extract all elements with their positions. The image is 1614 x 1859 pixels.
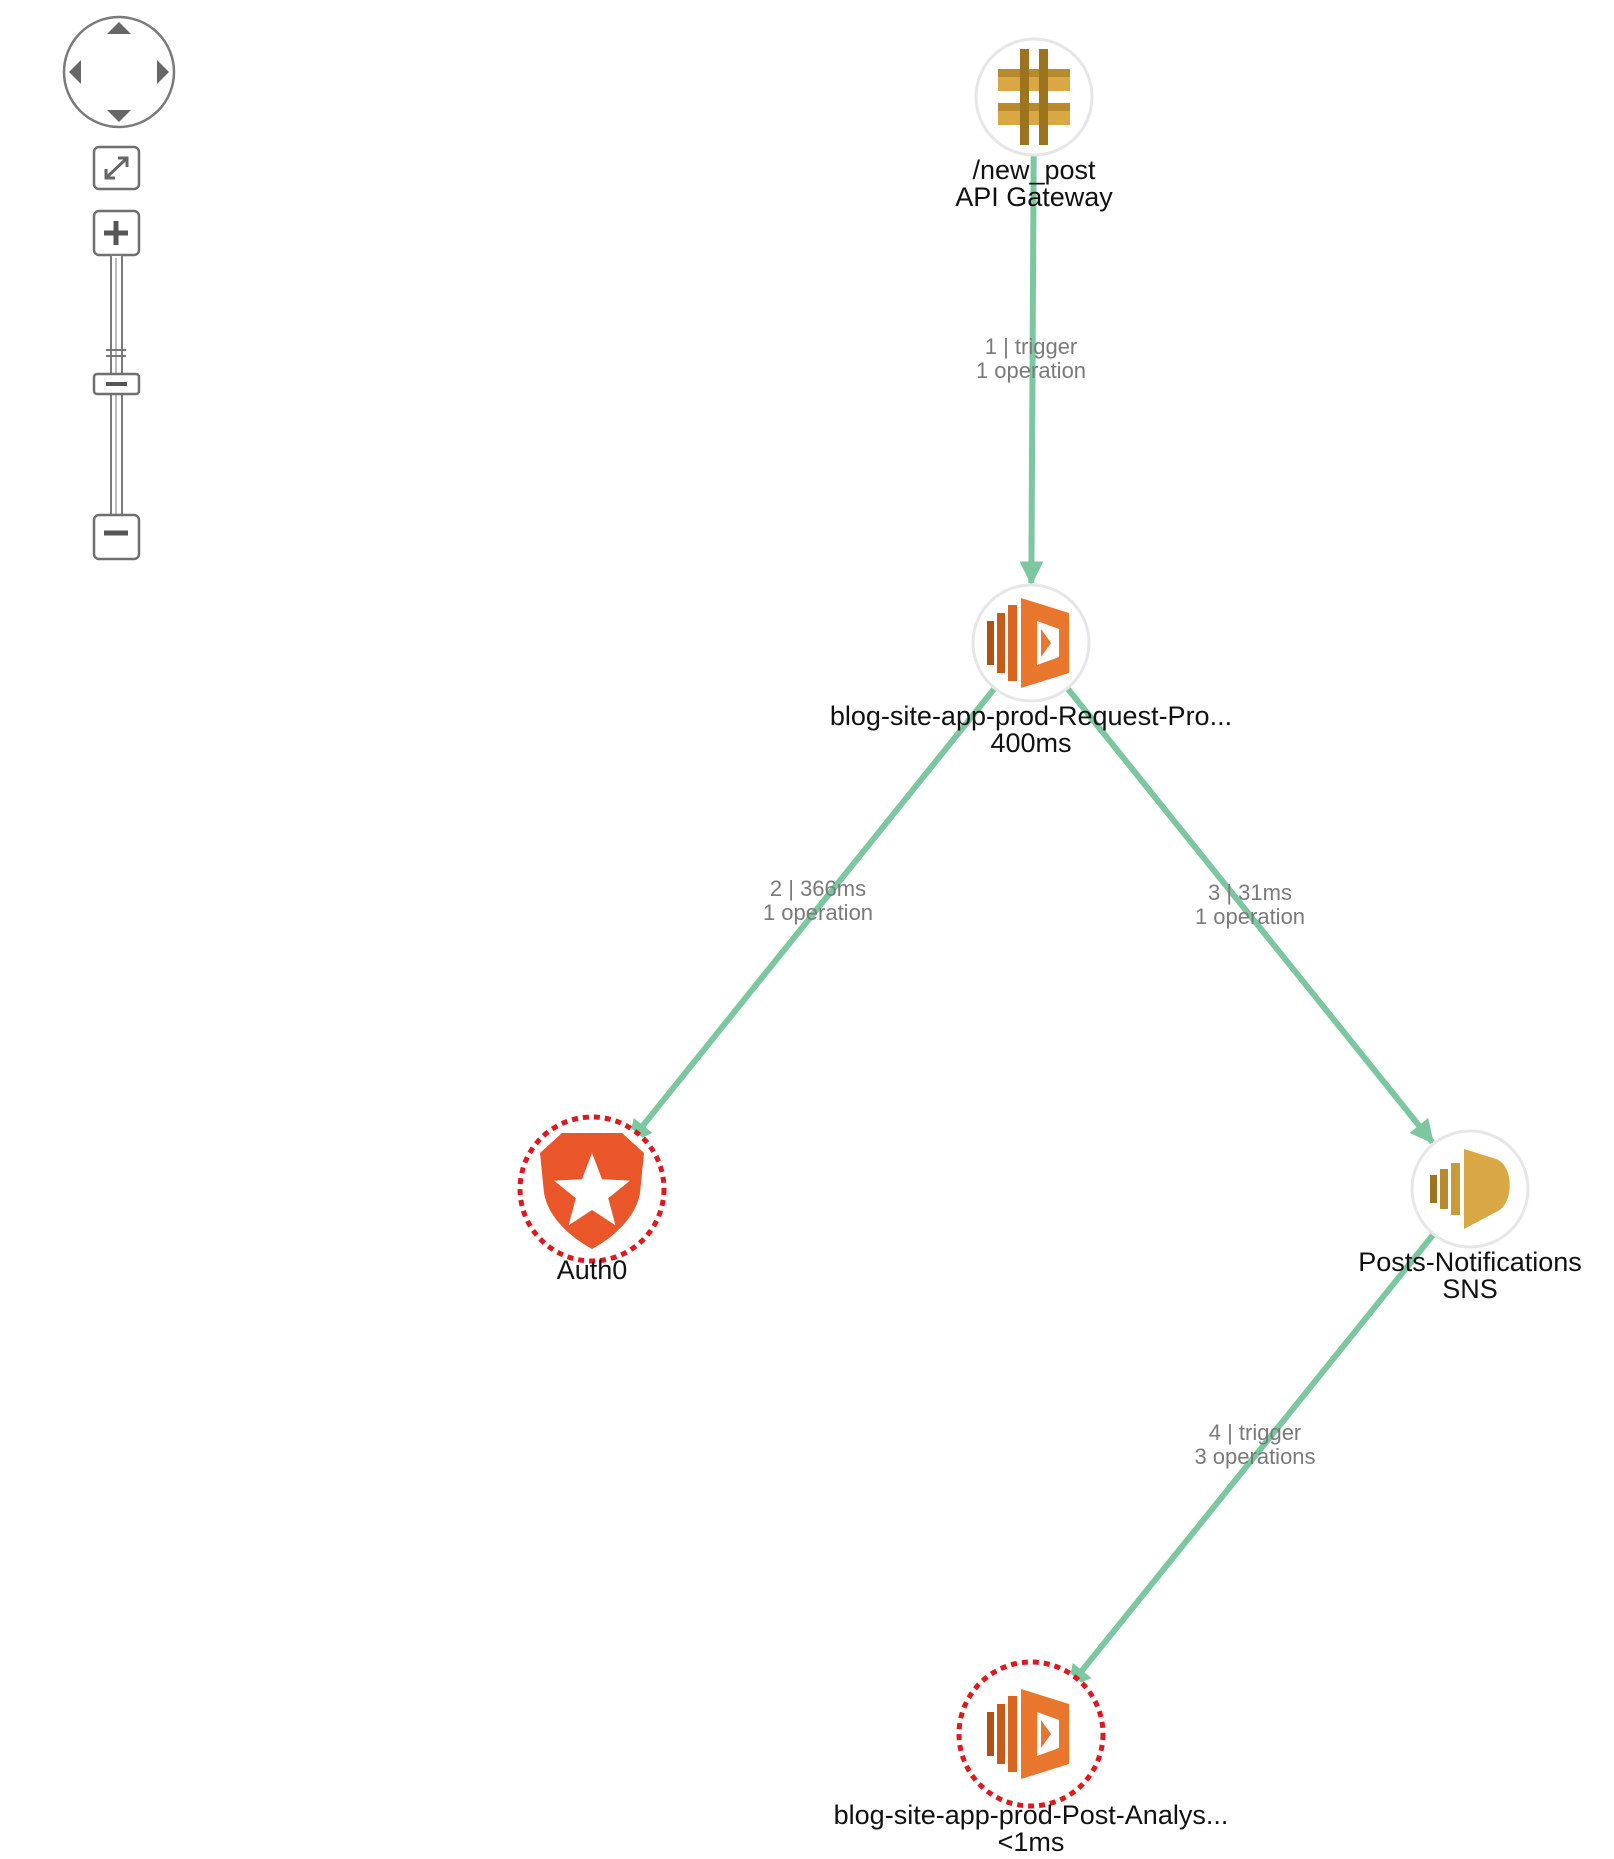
edge-line[interactable] <box>1066 1226 1441 1690</box>
sns-icon <box>1430 1149 1510 1229</box>
lambda-icon <box>987 598 1069 688</box>
edge-label-step: 4 | trigger <box>1209 1420 1302 1445</box>
node-name: Auth0 <box>557 1255 628 1285</box>
node-name: Posts-Notifications <box>1358 1247 1582 1277</box>
edge-label-operations: 1 operation <box>976 358 1086 383</box>
node-subtitle: 400ms <box>990 728 1071 758</box>
node-auth0[interactable]: Auth0 <box>517 1114 667 1285</box>
edge-label-step: 2 | 366ms <box>770 876 866 901</box>
auth0-shield-icon <box>540 1133 644 1249</box>
lambda-icon <box>987 1689 1069 1779</box>
pan-down-icon[interactable] <box>107 110 131 122</box>
expand-icon <box>104 156 129 180</box>
fit-to-screen-button[interactable] <box>92 145 141 191</box>
node-circle <box>974 37 1094 157</box>
node-name: /new_post <box>972 155 1096 185</box>
node-subtitle: SNS <box>1442 1274 1498 1304</box>
node-name: blog-site-app-prod-Request-Pro... <box>830 701 1232 731</box>
edge-label-step: 1 | trigger <box>985 334 1078 359</box>
edge-line[interactable] <box>627 680 1003 1145</box>
edge-label-operations: 1 operation <box>763 900 873 925</box>
edge-label-step: 3 | 31ms <box>1208 880 1292 905</box>
edge-line[interactable] <box>1019 154 1044 586</box>
zoom-out-button[interactable] <box>92 513 141 561</box>
pan-control[interactable] <box>62 15 176 129</box>
pan-up-icon[interactable] <box>107 22 131 34</box>
plus-icon <box>104 221 128 245</box>
node-subtitle: API Gateway <box>955 182 1113 212</box>
edge-line[interactable] <box>1059 680 1435 1145</box>
node-name: blog-site-app-prod-Post-Analys... <box>834 1800 1229 1830</box>
node-subtitle: <1ms <box>998 1827 1065 1857</box>
api-gateway-icon <box>998 49 1070 145</box>
node-post[interactable]: blog-site-app-prod-Post-Analys...<1ms <box>834 1659 1229 1857</box>
zoom-in-button[interactable] <box>92 209 141 257</box>
node-req[interactable]: blog-site-app-prod-Request-Pro...400ms <box>830 583 1232 758</box>
pan-left-icon[interactable] <box>69 60 81 84</box>
pan-right-icon[interactable] <box>157 60 169 84</box>
map-controls <box>62 15 176 561</box>
edge-label-operations: 1 operation <box>1195 904 1305 929</box>
zoom-slider[interactable] <box>92 254 141 518</box>
edge-label-operations: 3 operations <box>1194 1444 1315 1469</box>
zoom-slider-handle[interactable] <box>92 372 141 396</box>
